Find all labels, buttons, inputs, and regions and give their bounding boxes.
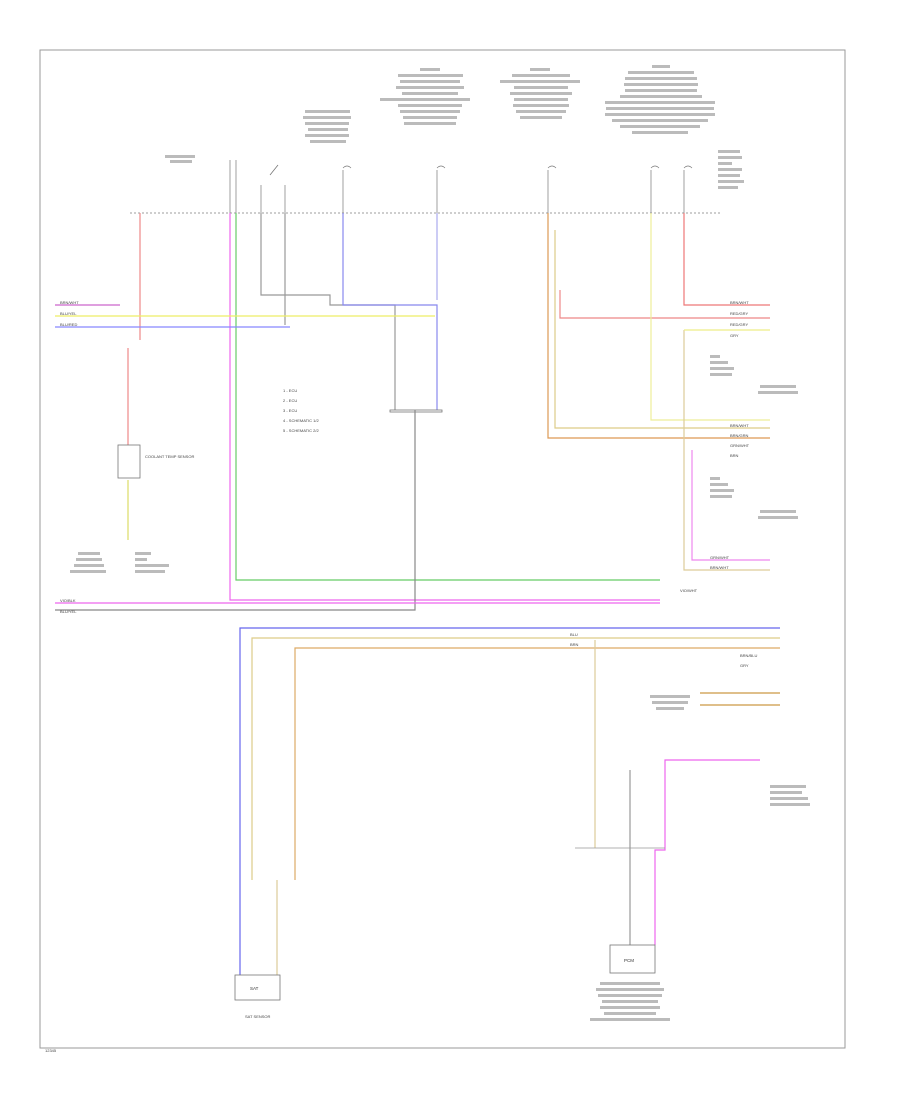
- wire-pink-main: [229, 213, 660, 601]
- svg-text:BRN/BLU: BRN/BLU: [740, 653, 757, 658]
- svg-text:BLU/YEL: BLU/YEL: [60, 609, 77, 614]
- svg-text:GRN/WHT: GRN/WHT: [710, 555, 730, 560]
- svg-text:BRN/WHT: BRN/WHT: [710, 565, 729, 570]
- svg-text:2 - ECU: 2 - ECU: [283, 398, 297, 403]
- svg-text:GRN/WHT: GRN/WHT: [730, 443, 750, 448]
- fuse-symbols: [342, 165, 693, 169]
- left-module-label: COOLANT TEMP SENSOR: [145, 454, 194, 459]
- wire-blue-bottom: [239, 627, 780, 975]
- wire-red-right: [559, 290, 770, 319]
- svg-text:BRN/WHT: BRN/WHT: [730, 300, 749, 305]
- left-top-labels: BRN/WHT BLU/YEL BLU/RED: [60, 300, 79, 327]
- right-lower-labels: GRN/WHT BRN/WHT VIO/WHT: [680, 555, 730, 593]
- sat-sensor-label: SAT: [250, 986, 259, 991]
- svg-text:BRN/WHT: BRN/WHT: [730, 423, 749, 428]
- svg-text:BRN/GRN: BRN/GRN: [730, 433, 749, 438]
- legend: 1 - ECU 2 - ECU 3 - ECU 4 - SCHEMATIC 1/…: [283, 388, 319, 433]
- svg-text:4 - SCHEMATIC 1/2: 4 - SCHEMATIC 1/2: [283, 418, 319, 423]
- svg-text:GRY: GRY: [730, 333, 739, 338]
- svg-text:RED/GRY: RED/GRY: [730, 311, 748, 316]
- svg-text:5 - SCHEMATIC 2/2: 5 - SCHEMATIC 2/2: [283, 428, 319, 433]
- svg-text:BLU: BLU: [570, 632, 578, 637]
- svg-text:BRN/WHT: BRN/WHT: [60, 300, 79, 305]
- top-label-blocks: [165, 65, 744, 189]
- wires: [55, 213, 780, 975]
- svg-text:GRY: GRY: [740, 663, 749, 668]
- connector-center: [389, 409, 443, 413]
- wire-blue-top: [342, 213, 438, 410]
- footer-code: 12345: [45, 1048, 57, 1053]
- svg-text:VIO/BLK: VIO/BLK: [60, 598, 76, 603]
- wire-red-right-2: [683, 213, 770, 306]
- wire-yellow-right: [650, 213, 770, 421]
- bottom-right-labels: BLU BRN BRN/BLU GRY: [570, 632, 757, 668]
- pcm-label: PCM: [624, 958, 634, 963]
- wire-gray-1: [260, 213, 396, 410]
- left-bottom-labels: VIO/BLK BLU/YEL: [60, 598, 77, 614]
- wire-tan-1: [554, 230, 770, 429]
- wire-green: [235, 213, 660, 581]
- svg-text:VIO/WHT: VIO/WHT: [680, 588, 698, 593]
- wire-pink-right: [691, 450, 770, 561]
- svg-text:BRN: BRN: [570, 642, 579, 647]
- left-module: [117, 444, 141, 479]
- sat-sensor-caption: SAT SENSOR: [245, 1014, 271, 1019]
- wire-tan-right: [683, 330, 770, 571]
- diagram-frame: [39, 49, 846, 1049]
- right-mid-labels: BRN/WHT BRN/GRN GRN/WHT BRN: [730, 423, 750, 458]
- svg-text:BLU/YEL: BLU/YEL: [60, 311, 77, 316]
- fuse-stems: [229, 160, 685, 213]
- pcm-caption-block: [590, 982, 670, 1021]
- pcm-box: [609, 944, 656, 974]
- svg-text:BLU/RED: BLU/RED: [60, 322, 77, 327]
- svg-text:BRN: BRN: [730, 453, 739, 458]
- right-upper-labels: BRN/WHT RED/GRY RED/GRY GRY: [730, 300, 749, 338]
- wire-tan-bottom-1: [251, 637, 780, 880]
- wire-pink-bottom: [654, 759, 760, 945]
- wire-orange-1: [547, 213, 770, 439]
- svg-text:1 - ECU: 1 - ECU: [283, 388, 297, 393]
- sat-sensor-box: [234, 974, 281, 1001]
- wire-orange-bottom: [294, 647, 780, 880]
- svg-text:3 - ECU: 3 - ECU: [283, 408, 297, 413]
- wire-gray-center-down: [55, 410, 416, 611]
- svg-text:RED/GRY: RED/GRY: [730, 322, 748, 327]
- right-side-label-blocks: [70, 355, 810, 806]
- switch-contact: [269, 164, 279, 176]
